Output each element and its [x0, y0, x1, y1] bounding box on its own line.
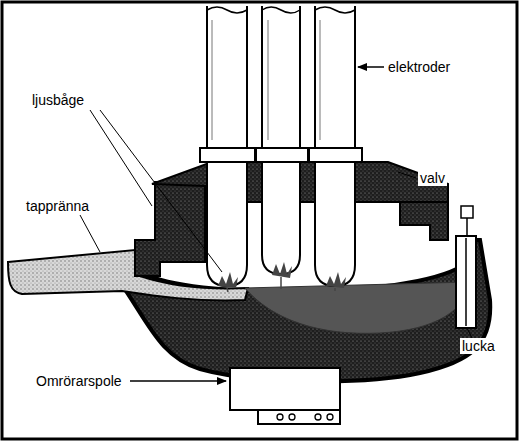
electrode-shine — [212, 20, 320, 140]
leader-line — [130, 380, 226, 382]
leader-line — [467, 328, 472, 338]
arc — [227, 277, 335, 292]
melt-pool — [245, 282, 470, 333]
stirrer-coil — [230, 368, 340, 410]
leader-line — [358, 66, 384, 68]
leader-line — [100, 110, 222, 272]
terminal — [315, 414, 321, 420]
electrode — [207, 6, 247, 286]
part-label: lucka — [460, 338, 497, 354]
terminal — [289, 414, 295, 420]
leader-line — [80, 215, 100, 252]
leader-line — [90, 110, 152, 206]
leader-line — [398, 172, 416, 178]
terminal — [327, 414, 333, 420]
part-label: ljusbåge — [30, 92, 86, 108]
terminal — [277, 414, 283, 420]
electrode-clamp — [200, 148, 255, 162]
electrode-cut — [207, 7, 355, 13]
door-handle — [461, 206, 473, 218]
part-label: Omrörarspole — [34, 373, 124, 389]
part-label: elektroder — [386, 59, 452, 75]
electrode — [315, 6, 355, 286]
part-label: valv — [418, 170, 447, 186]
arc — [326, 272, 346, 288]
door-rod — [466, 218, 468, 236]
electrode-clamp — [309, 148, 362, 162]
arc — [218, 272, 238, 288]
part-label: tappränna — [24, 198, 91, 214]
coil-terminals — [277, 414, 333, 420]
electrode-clamp — [256, 148, 308, 162]
right-wall — [400, 198, 448, 240]
door-rod — [465, 238, 467, 326]
door — [456, 236, 476, 328]
arc — [272, 262, 292, 278]
coil-terminal-box — [258, 410, 340, 424]
